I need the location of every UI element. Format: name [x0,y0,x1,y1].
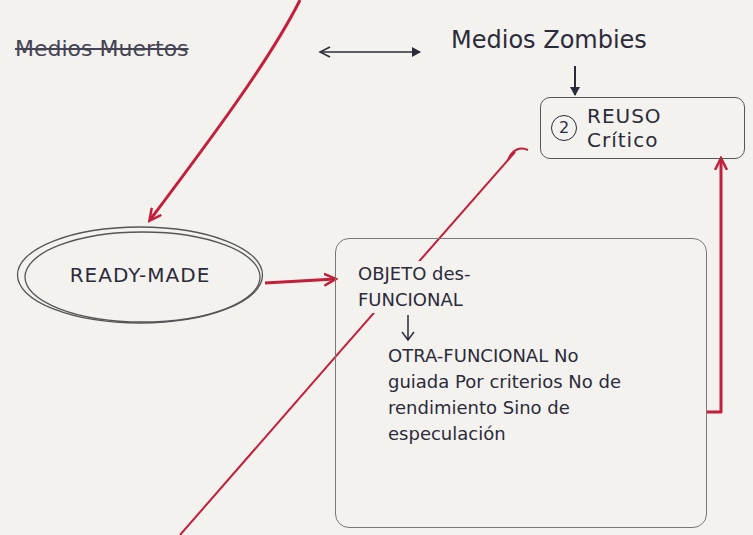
double-arrow-head [320,47,330,57]
node-title: READY-MADE [70,263,211,287]
ellipse-stroke [18,227,263,323]
crossed-label: Medios Muertos [12,36,192,61]
red-arrow [150,0,300,220]
flow-arrow [398,313,418,343]
panel-body: OTRA-FUNCIONAL No guiada Por criterios N… [388,343,628,447]
note-panel: OBJETO des-FUNCIONAL OTRA-FUNCIONAL No gu… [335,238,707,528]
node-title: REUSO Crítico [587,104,734,152]
label: Medios Zombies [448,26,650,54]
callout-number: 2 [551,115,577,141]
process-box: 2 REUSO Crítico [540,97,745,159]
panel-heading: OBJETO des-FUNCIONAL [358,261,528,313]
red-connector [265,279,335,283]
red-curl [508,148,528,160]
ellipse-node: READY-MADE [15,225,265,325]
ellipse-stroke [25,232,260,322]
down-arrow [574,66,576,95]
red-connector [707,159,721,412]
double-arrow [322,51,420,53]
flow-arrow-path [402,315,414,340]
